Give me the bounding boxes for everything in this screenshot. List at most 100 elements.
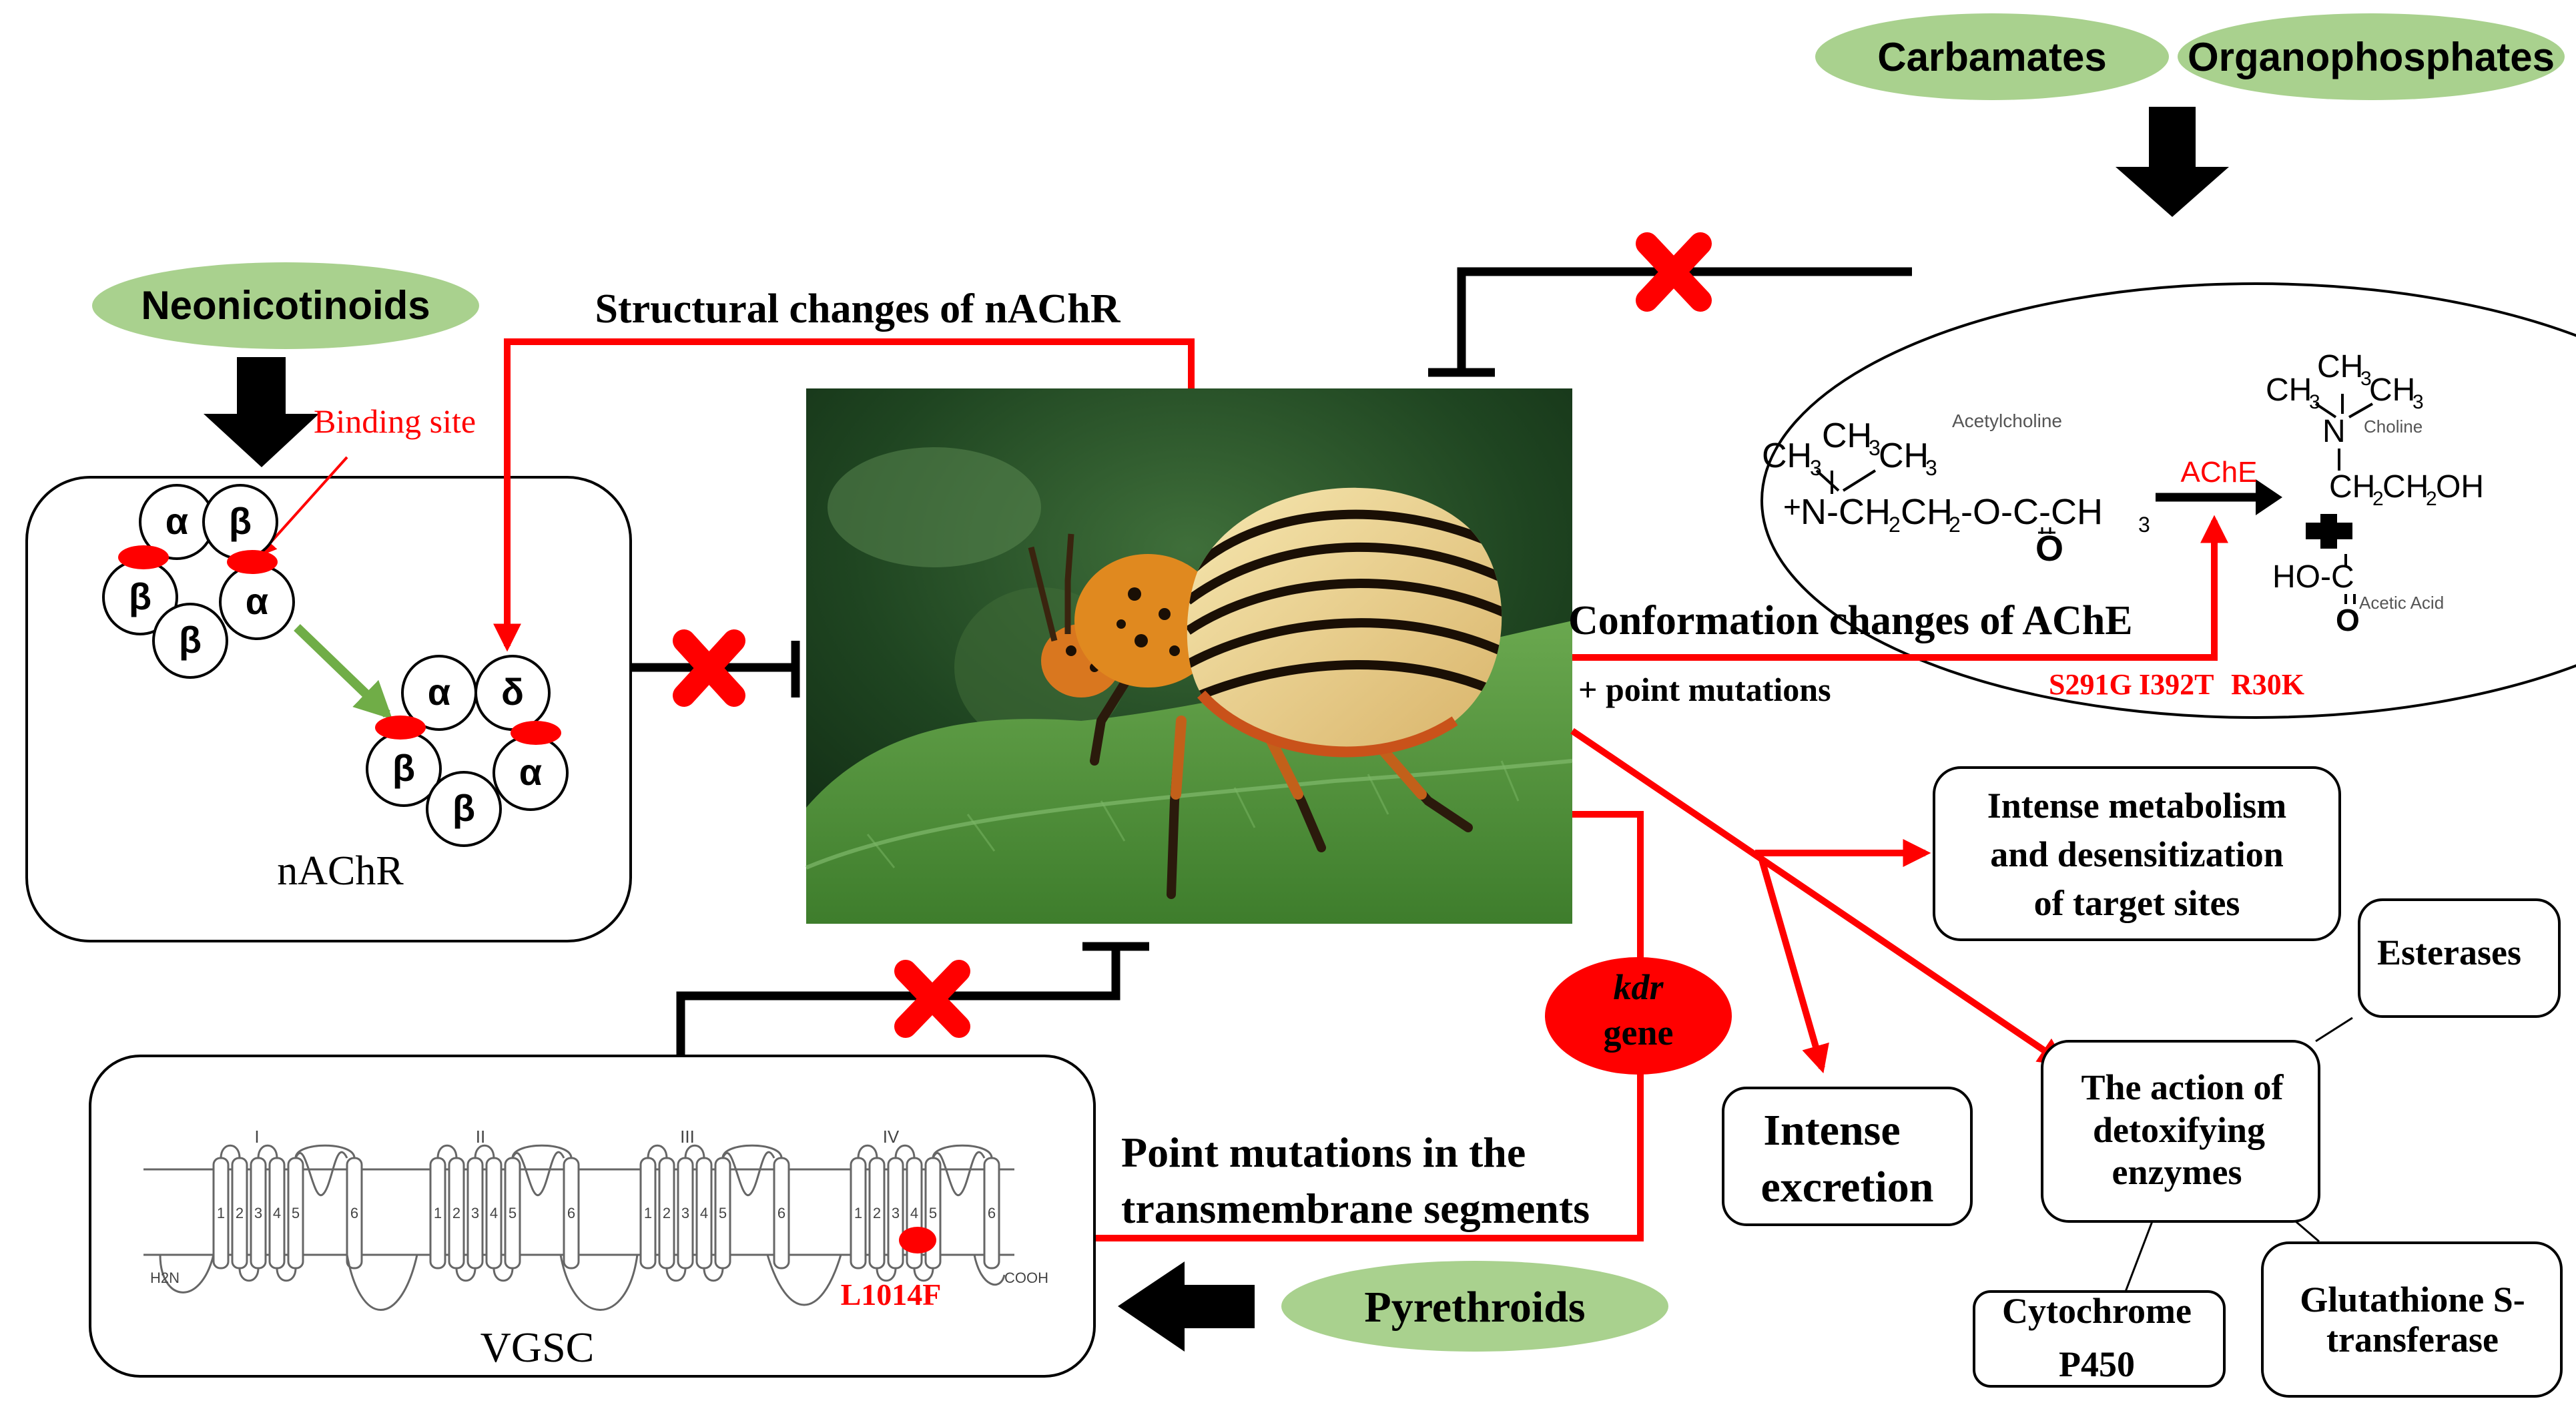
- vgsc-caption: VGSC: [480, 1324, 595, 1371]
- excretion-box: Intense excretion: [1722, 1087, 1973, 1226]
- segment-loop: [220, 1144, 241, 1159]
- esterases-box: Esterases: [2358, 898, 2561, 1018]
- transmembrane-segment: [346, 1157, 363, 1269]
- svg-text:CH: CH: [2317, 349, 2363, 384]
- subunit-beta: β: [452, 787, 475, 829]
- transmembrane-segment: [983, 1157, 1000, 1269]
- neonicotinoids-pill: Neonicotinoids: [92, 262, 479, 349]
- binding-site-label: Binding site: [314, 402, 476, 440]
- detox-line-2: detoxifying: [2093, 1110, 2265, 1150]
- gene-label: gene: [1604, 1013, 1674, 1053]
- nachr-panel: Binding site α β β β α α: [25, 402, 632, 942]
- svg-text:3: 3: [1869, 436, 1881, 460]
- metabolism-line-3: of target sites: [2034, 883, 2240, 923]
- svg-text:2: 2: [2426, 488, 2437, 510]
- ache-mutation-r30k: R30K: [2231, 668, 2304, 701]
- segment-loop: [913, 1267, 934, 1282]
- svg-text:2: 2: [1949, 513, 1961, 537]
- plus-sign: [2306, 514, 2352, 549]
- nachr-resting-pentamer: α β β β α: [102, 484, 295, 679]
- segment-number: 5: [292, 1205, 300, 1221]
- c-terminus-label: COOH: [1004, 1269, 1048, 1286]
- n-terminus-label: H2N: [150, 1269, 180, 1286]
- metabolism-line-1: Intense metabolism: [1987, 786, 2286, 826]
- segment-number: 2: [236, 1205, 244, 1221]
- svg-text:3: 3: [1810, 456, 1822, 480]
- segment-loop: [257, 1144, 278, 1159]
- detox-link: [1570, 728, 2067, 1066]
- organophosphates-label: Organophosphates: [2188, 35, 2555, 79]
- insecticide-arrow-ache: [2116, 107, 2229, 217]
- svg-text:3: 3: [2360, 368, 2372, 390]
- detox-enzymes-box: The action of detoxifying enzymes: [2041, 1040, 2320, 1223]
- ache-enzyme-label: AChE: [2181, 456, 2258, 489]
- segment-number: 6: [988, 1205, 996, 1221]
- cytochrome-p450-box: Cytochrome P450: [1973, 1290, 2226, 1388]
- segment-loop: [857, 1144, 878, 1159]
- l1014f-label: L1014F: [841, 1278, 942, 1312]
- segment-loop: [238, 1267, 260, 1282]
- ache-inhibition-line: [1457, 267, 1912, 370]
- subunit-delta: δ: [501, 671, 524, 713]
- segment-loop: [894, 1144, 916, 1159]
- svg-text:CH: CH: [1822, 416, 1872, 455]
- svg-text:2: 2: [2372, 488, 2384, 510]
- segment-loop: [647, 1144, 668, 1159]
- segment-number: 6: [567, 1205, 575, 1221]
- choline-label: Choline: [2364, 416, 2423, 437]
- svg-text:3: 3: [2412, 391, 2424, 413]
- structural-changes-link: [493, 338, 1195, 652]
- blocked-x-icon: [1636, 232, 1712, 312]
- p450-line-1: Cytochrome: [2002, 1291, 2192, 1331]
- conformation-arrow: [294, 623, 393, 720]
- acetylcholine-structure: CH 3 CH 3 CH 3 + N-CH 2 CH 2 -O-C-CH 3 O: [1762, 416, 2150, 569]
- neonicotinoids-label: Neonicotinoids: [141, 283, 430, 328]
- acetic-acid-structure: HO-C O: [2272, 554, 2360, 637]
- svg-text:HO-C: HO-C: [2272, 559, 2354, 595]
- kdr-gene-badge: kdr gene: [1545, 957, 1732, 1075]
- svg-text:-O-C-CH: -O-C-CH: [1961, 492, 2103, 532]
- svg-text:CH: CH: [2369, 372, 2415, 408]
- segment-number: 6: [777, 1205, 785, 1221]
- svg-text:3: 3: [2138, 513, 2150, 537]
- segment-loop: [493, 1267, 514, 1282]
- segment-number: 3: [681, 1205, 689, 1221]
- segment-number: 1: [217, 1205, 225, 1221]
- segment-number: 5: [509, 1205, 517, 1221]
- detox-gst-connector: [2295, 1220, 2320, 1243]
- segment-loop: [474, 1144, 495, 1159]
- svg-text:CH: CH: [2329, 469, 2375, 505]
- pore-loop: [932, 1151, 986, 1196]
- detox-p450-connector: [2124, 1221, 2154, 1292]
- kdr-label: kdr: [1613, 967, 1664, 1007]
- metabolism-line-2: and desensitization: [1990, 834, 2284, 874]
- transmembrane-label-1: Point mutations in the: [1121, 1129, 1526, 1176]
- segment-number: 2: [873, 1205, 881, 1221]
- transmembrane-segment: [563, 1157, 580, 1269]
- acetic-acid-label: Acetic Acid: [2359, 593, 2444, 613]
- subunit-beta: β: [229, 500, 252, 542]
- nachr-altered-pentamer: α δ β β α: [366, 655, 569, 847]
- domain-iii-label: III: [680, 1127, 695, 1147]
- vgsc-inhibition-line: [676, 948, 1120, 1056]
- subunit-beta: β: [179, 619, 202, 661]
- segment-loop: [665, 1267, 687, 1282]
- segment-number: 4: [490, 1205, 498, 1221]
- segment-loop: [703, 1267, 724, 1282]
- p450-line-2: P450: [2059, 1344, 2135, 1384]
- nachr-caption: nAChR: [277, 848, 404, 894]
- svg-text:3: 3: [1925, 456, 1937, 480]
- svg-text:OH: OH: [2436, 469, 2484, 505]
- segment-loop: [684, 1144, 705, 1159]
- svg-text:CH: CH: [1901, 492, 1953, 532]
- esterases-label: Esterases: [2377, 932, 2521, 972]
- l1014f-site-marker: [899, 1227, 936, 1253]
- carbamates-label: Carbamates: [1877, 35, 2107, 79]
- svg-text:CH: CH: [1879, 437, 1929, 475]
- segment-number: 6: [350, 1205, 358, 1221]
- svg-text:3: 3: [2309, 391, 2320, 413]
- segment-loop: [876, 1267, 897, 1282]
- subunit-alpha: α: [519, 751, 542, 793]
- detox-line-3: enzymes: [2112, 1152, 2242, 1192]
